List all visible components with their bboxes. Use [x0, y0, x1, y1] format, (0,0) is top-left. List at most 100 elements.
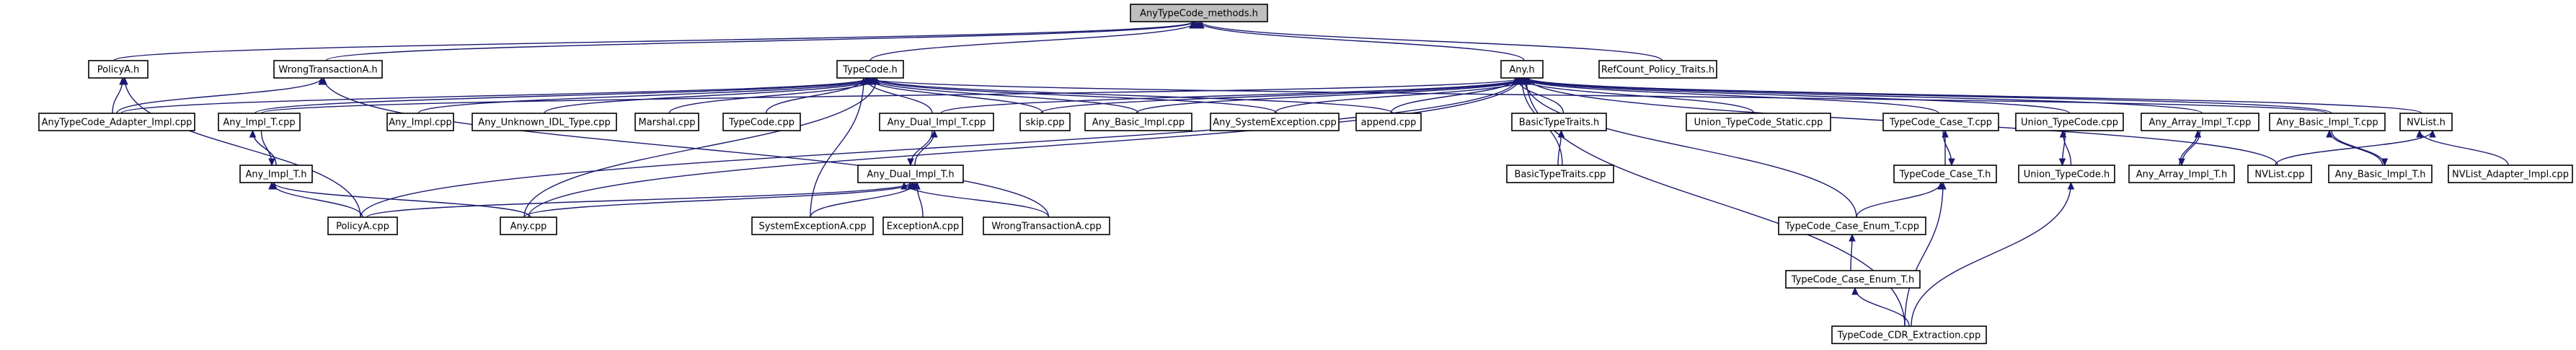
node-label: append.cpp — [1361, 118, 1417, 128]
graph-node-any-cpp[interactable]: Any.cpp — [500, 216, 557, 235]
dependency-edge — [1904, 182, 1944, 327]
graph-node-nvadapter-cpp[interactable]: NVList_Adapter_Impl.cpp — [2448, 165, 2573, 183]
graph-node-basicimplT-cpp[interactable]: Any_Basic_Impl_T.cpp — [2269, 113, 2386, 131]
graph-node-adapter-cpp[interactable]: AnyTypeCode_Adapter_Impl.cpp — [38, 113, 195, 131]
graph-node-nvlist-cpp[interactable]: NVList.cpp — [2247, 165, 2312, 183]
edge-arrowhead — [873, 76, 880, 85]
graph-node-append-cpp[interactable]: append.cpp — [1355, 113, 1422, 131]
node-label: Union_TypeCode.h — [2024, 170, 2110, 180]
node-label: Any_Unknown_IDL_Type.cpp — [478, 118, 610, 128]
graph-node-dualimplT-h[interactable]: Any_Dual_Impl_T.h — [857, 165, 964, 183]
dependency-edge — [810, 77, 864, 218]
edge-arrowhead — [1557, 129, 1565, 138]
graph-node-excA-cpp[interactable]: ExceptionA.cpp — [882, 216, 963, 235]
graph-node-cdrextract-cpp[interactable]: TypeCode_CDR_Extraction.cpp — [1831, 325, 1987, 344]
graph-node-tccaseenumT-cpp[interactable]: TypeCode_Case_Enum_T.cpp — [1778, 216, 1926, 235]
node-box — [2328, 165, 2433, 183]
edge-arrowhead — [2178, 158, 2185, 167]
graph-node-any-h[interactable]: Any.h — [1500, 60, 1544, 79]
graph-node-sysexcA-cpp[interactable]: SystemExceptionA.cpp — [751, 216, 874, 235]
dependency-edge — [523, 182, 913, 218]
dependency-edge — [1854, 287, 1910, 327]
graph-node-basicimpl-cpp[interactable]: Any_Basic_Impl.cpp — [1084, 113, 1192, 131]
node-label: PolicyA.cpp — [336, 222, 389, 232]
node-label: Any_Impl.cpp — [389, 118, 451, 128]
dependency-edge — [113, 21, 1193, 61]
dependency-edge — [874, 77, 1394, 114]
graph-node-policyA-h[interactable]: PolicyA.h — [88, 60, 149, 79]
graph-node-marshal-cpp[interactable]: Marshal.cpp — [634, 113, 699, 131]
graph-node-uniontc-h[interactable]: Union_TypeCode.h — [2018, 165, 2115, 183]
node-box — [634, 113, 699, 131]
edge-arrowhead — [1948, 158, 1955, 167]
node-label: AnyTypeCode_methods.h — [1140, 9, 1258, 19]
dependency-edge — [903, 182, 1050, 218]
graph-node-anyimpl-cpp[interactable]: Any_Impl.cpp — [386, 113, 454, 131]
node-box — [38, 113, 195, 131]
dependency-edge — [366, 182, 911, 218]
node-box — [2018, 165, 2115, 183]
node-label: Any_Basic_Impl_T.h — [2335, 170, 2426, 180]
node-label: Marshal.cpp — [639, 118, 696, 128]
graph-node-tccaseT-h[interactable]: TypeCode_Case_T.h — [1893, 165, 1997, 183]
node-box — [1598, 60, 1717, 79]
dependency-edge — [523, 77, 877, 218]
graph-node-unknownidl-cpp[interactable]: Any_Unknown_IDL_Type.cpp — [472, 113, 617, 131]
edge-arrowhead — [907, 158, 914, 167]
dependency-edge — [116, 77, 322, 114]
graph-node-typecode-cpp[interactable]: TypeCode.cpp — [722, 113, 801, 131]
node-label: Any_Dual_Impl_T.h — [867, 170, 954, 180]
dependency-edge — [869, 21, 1198, 61]
graph-node-root[interactable]: AnyTypeCode_methods.h — [1130, 4, 1268, 22]
dependency-edge — [325, 21, 1195, 61]
graph-node-nvlist-h[interactable]: NVList.h — [2399, 113, 2453, 131]
graph-node-wrongTxA-cpp[interactable]: WrongTransactionA.cpp — [983, 216, 1110, 235]
node-label: PolicyA.h — [97, 65, 139, 76]
edge-arrowhead — [2059, 129, 2067, 138]
graph-node-dualimplT-cpp[interactable]: Any_Dual_Impl_T.cpp — [879, 113, 994, 131]
graph-node-basictraits-h[interactable]: BasicTypeTraits.h — [1511, 113, 1607, 131]
edge-arrowhead — [900, 181, 908, 190]
node-label: Union_TypeCode_Static.cpp — [1694, 118, 1823, 128]
node-box — [386, 113, 454, 131]
graph-node-basicimplT-h[interactable]: Any_Basic_Impl_T.h — [2328, 165, 2433, 183]
node-label: TypeCode.cpp — [728, 118, 795, 128]
graph-node-tccaseenumT-h[interactable]: TypeCode_Case_Enum_T.h — [1785, 270, 1921, 289]
graph-node-wrongTxA-h[interactable]: WrongTransactionA.h — [273, 60, 383, 79]
graph-node-basictraits-cpp[interactable]: BasicTypeTraits.cpp — [1506, 165, 1614, 183]
graph-node-anyimplT-cpp[interactable]: Any_Impl_T.cpp — [218, 113, 301, 131]
node-label: TypeCode_CDR_Extraction.cpp — [1837, 331, 1980, 341]
edge-arrowhead — [2326, 129, 2333, 138]
graph-node-unionstatic-cpp[interactable]: Union_TypeCode_Static.cpp — [1686, 113, 1831, 131]
graph-node-skip-cpp[interactable]: skip.cpp — [1019, 113, 1071, 131]
node-box — [1511, 113, 1607, 131]
node-box — [1785, 270, 1921, 289]
graph-node-typecode-h[interactable]: TypeCode.h — [836, 60, 904, 79]
node-box — [1882, 113, 1999, 131]
dependency-edge — [260, 77, 1521, 114]
node-box — [2247, 165, 2312, 183]
dependency-edge — [869, 77, 1139, 114]
graph-node-uniontc-cpp[interactable]: Union_TypeCode.cpp — [2015, 113, 2124, 131]
node-label: skip.cpp — [1026, 118, 1065, 128]
node-label: Any_Impl_T.cpp — [223, 118, 295, 128]
node-box — [879, 113, 994, 131]
edge-arrowhead — [2067, 181, 2075, 190]
graph-node-arrayimplT-cpp[interactable]: Any_Array_Impl_T.cpp — [2141, 113, 2259, 131]
node-box — [472, 113, 617, 131]
dependency-edge — [1528, 77, 2332, 114]
dependency-edge — [417, 77, 873, 114]
edge-arrowhead — [268, 158, 275, 167]
dependency-edge — [1856, 182, 1942, 218]
graph-node-policyA-cpp[interactable]: PolicyA.cpp — [327, 216, 398, 235]
graph-node-arrayimplT-h[interactable]: Any_Array_Impl_T.h — [2128, 165, 2235, 183]
edge-arrowhead — [2416, 129, 2423, 138]
graph-node-tccaseT-cpp[interactable]: TypeCode_Case_T.cpp — [1882, 113, 1999, 131]
dependency-edge — [323, 77, 1050, 218]
node-box — [2269, 113, 2386, 131]
graph-node-sysexc-cpp[interactable]: Any_SystemException.cpp — [1210, 113, 1340, 131]
graph-node-anyimplT-h[interactable]: Any_Impl_T.h — [239, 165, 313, 183]
node-box — [1893, 165, 1997, 183]
graph-node-refcount[interactable]: RefCount_Policy_Traits.h — [1598, 60, 1717, 79]
